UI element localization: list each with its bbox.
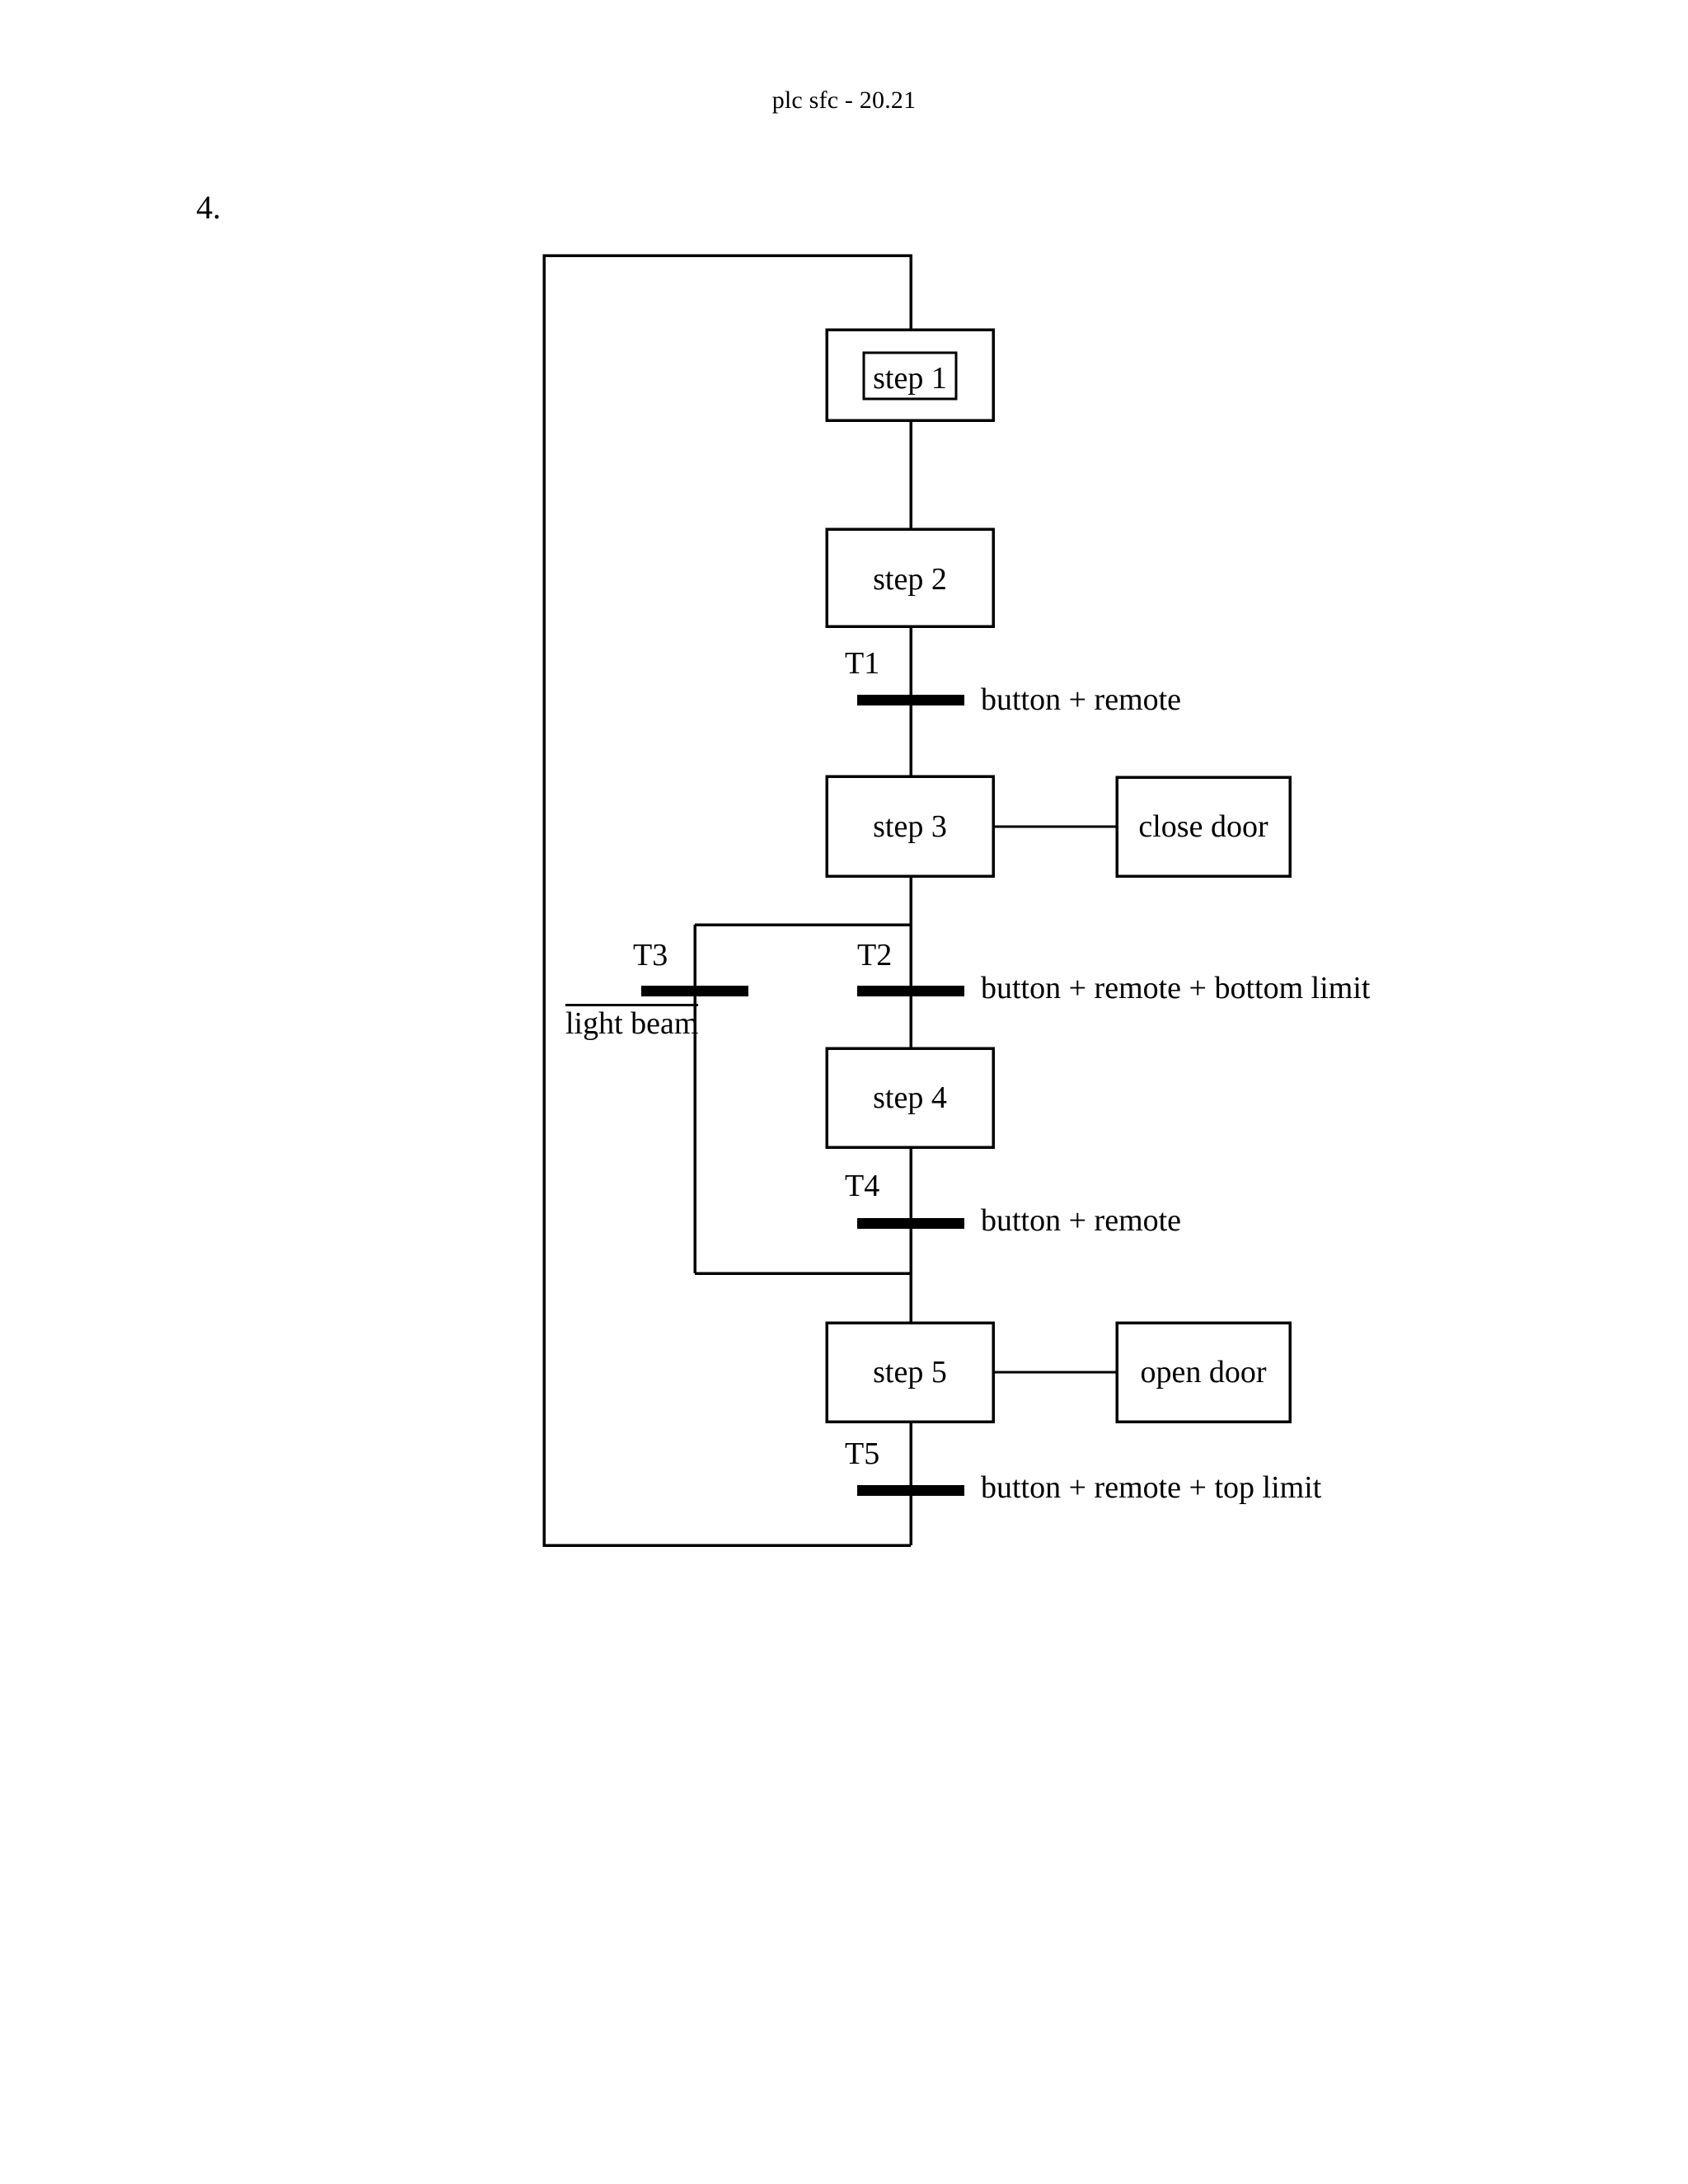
transition-bar-T3 (641, 986, 748, 996)
step-box-step4 (825, 1047, 995, 1149)
transition-name-T4: T4 (845, 1169, 880, 1203)
return-loop-path (542, 254, 912, 1547)
step-label-step3: step 3 (873, 809, 947, 844)
step-box-step2 (825, 527, 995, 628)
step-label-step1: step 1 (873, 361, 947, 396)
step-label-step5: step 5 (873, 1355, 947, 1390)
transition-bar-T4 (857, 1218, 964, 1229)
transition-condition-T4: button + remote (981, 1203, 1182, 1238)
problem-number: 4. (196, 189, 221, 226)
transition-condition-T2: button + remote + bottom limit (981, 971, 1371, 1005)
step-box-step5 (825, 1321, 995, 1423)
action-box-close-door (1115, 776, 1292, 878)
transition-condition-T1: button + remote (981, 682, 1182, 717)
step-box-step1-inner (862, 351, 958, 401)
transition-bar-T5 (857, 1485, 964, 1496)
step-label-step4: step 4 (873, 1080, 947, 1115)
transition-name-T3: T3 (633, 938, 668, 972)
transition-condition-T5: button + remote + top limit (981, 1470, 1322, 1505)
step-box-step1-outer (825, 328, 995, 422)
step-box-step3 (825, 775, 995, 878)
action-box-open-door (1115, 1321, 1292, 1423)
transition-name-T1: T1 (845, 646, 880, 681)
transition-name-T5: T5 (845, 1436, 880, 1471)
transition-condition-T3: light beam (565, 1004, 699, 1039)
action-label-close-door: close door (1138, 809, 1268, 844)
step-label-step2: step 2 (873, 562, 947, 597)
transition-name-T2: T2 (857, 938, 893, 972)
transition-bar-T1 (857, 695, 964, 705)
transition-bar-T2 (857, 986, 964, 996)
action-label-open-door: open door (1140, 1355, 1267, 1390)
page-header-title: plc sfc - 20.21 (771, 87, 917, 114)
